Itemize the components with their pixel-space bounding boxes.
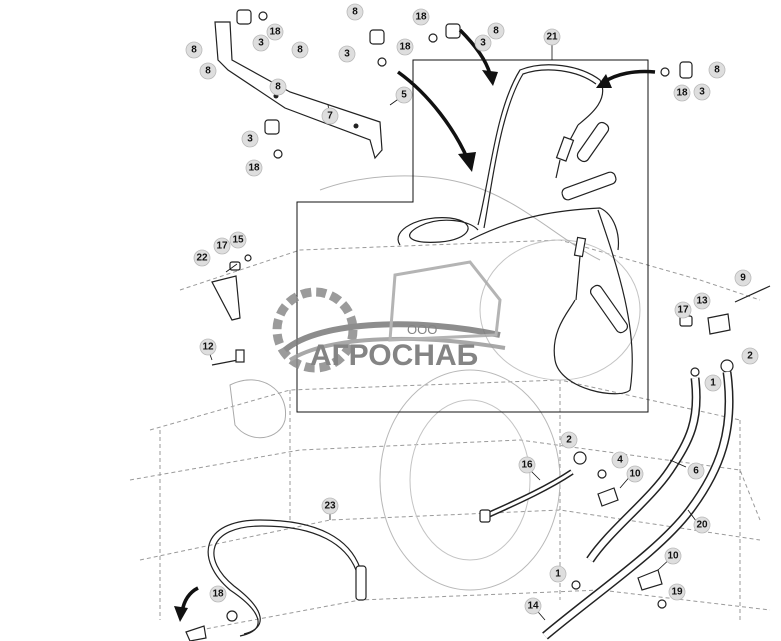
watermark-brand-text: АГРОСНАБ (310, 339, 478, 372)
callout-label: 8 (191, 45, 197, 56)
callout-5: 5 (395, 86, 413, 104)
sensor-harness-21 (397, 64, 633, 395)
callout-label: 10 (629, 469, 641, 480)
callout-17: 17 (674, 301, 692, 319)
callout-label: 3 (247, 134, 253, 145)
callout-label: 8 (297, 45, 303, 56)
callout-8: 8 (269, 78, 287, 96)
callout-8: 8 (487, 22, 505, 40)
callout-label: 10 (667, 551, 679, 562)
callout-18: 18 (266, 23, 284, 41)
callout-3: 3 (241, 130, 259, 148)
callout-15: 15 (229, 231, 247, 249)
callout-10: 10 (664, 547, 682, 565)
callout-18: 18 (673, 84, 691, 102)
watermark-small-text: ООО (407, 322, 437, 337)
callout-label: 18 (676, 88, 688, 99)
callout-12: 12 (199, 338, 217, 356)
callout-13: 13 (693, 292, 711, 310)
callout-8: 8 (291, 41, 309, 59)
callout-17: 17 (213, 237, 231, 255)
harness-23 (207, 519, 367, 637)
callout-8: 8 (708, 61, 726, 79)
callout-label: 8 (275, 82, 281, 93)
callout-label: 3 (480, 38, 486, 49)
callout-label: 3 (699, 87, 705, 98)
bracket-7 (214, 21, 383, 160)
callout-21: 21 (543, 28, 561, 46)
callout-3: 3 (338, 45, 356, 63)
callout-label: 17 (677, 305, 689, 316)
clamp-hardware (185, 9, 771, 641)
callout-label: 3 (344, 49, 350, 60)
callout-8: 8 (185, 41, 203, 59)
callout-22: 22 (193, 249, 211, 267)
callout-label: 8 (205, 66, 211, 77)
callout-label: 8 (352, 7, 358, 18)
callout-label: 15 (232, 235, 244, 246)
callout-6: 6 (687, 462, 705, 480)
callout-2: 2 (741, 347, 759, 365)
callout-20: 20 (693, 516, 711, 534)
callout-label: 18 (399, 42, 411, 53)
callout-label: 4 (617, 455, 623, 466)
callout-16: 16 (518, 456, 536, 474)
callout-label: 3 (258, 38, 264, 49)
callout-8: 8 (199, 62, 217, 80)
callout-1: 1 (549, 565, 567, 583)
callout-8: 8 (346, 3, 364, 21)
callout-label: 18 (248, 163, 260, 174)
callout-label: 20 (696, 520, 708, 531)
callout-label: 5 (401, 90, 407, 101)
callout-label: 9 (740, 273, 746, 284)
callout-19: 19 (668, 583, 686, 601)
callout-label: 18 (212, 589, 224, 600)
callout-18: 18 (412, 8, 430, 26)
callout-10: 10 (626, 465, 644, 483)
callout-label: 18 (415, 12, 427, 23)
callout-3: 3 (693, 83, 711, 101)
callout-3: 3 (252, 34, 270, 52)
callout-23: 23 (321, 497, 339, 515)
engine-body-outline (129, 175, 771, 631)
hose-6 (586, 377, 701, 563)
callout-label: 16 (521, 460, 533, 471)
callout-label: 23 (324, 501, 336, 512)
callout-label: 12 (202, 342, 214, 353)
callout-label: 2 (747, 351, 753, 362)
callout-label: 18 (269, 27, 281, 38)
callout-18: 18 (209, 585, 227, 603)
callout-2: 2 (560, 431, 578, 449)
agrosnab-watermark: ООО АГРОСНАБ (272, 260, 506, 373)
callout-18: 18 (245, 159, 263, 177)
callout-14: 14 (524, 597, 542, 615)
hose-20 (542, 371, 734, 640)
callout-label: 2 (566, 435, 572, 446)
callout-label: 17 (216, 241, 228, 252)
callout-7: 7 (321, 107, 339, 125)
callout-1: 1 (704, 374, 722, 392)
callout-label: 8 (493, 26, 499, 37)
callout-3: 3 (474, 34, 492, 52)
callout-18: 18 (396, 38, 414, 56)
callout-label: 6 (693, 466, 699, 477)
direction-arrows (174, 28, 656, 622)
detail-inset-frame (296, 59, 649, 413)
callout-9: 9 (734, 269, 752, 287)
callout-label: 14 (527, 601, 539, 612)
callout-label: 7 (327, 111, 333, 122)
callout-4: 4 (611, 451, 629, 469)
callout-label: 8 (714, 65, 720, 76)
callout-label: 1 (710, 378, 716, 389)
callout-label: 13 (696, 296, 708, 307)
tube-16 (479, 469, 574, 523)
callout-label: 1 (555, 569, 561, 580)
callout-label: 19 (671, 587, 683, 598)
callout-label: 22 (196, 253, 208, 264)
callout-label: 21 (546, 32, 558, 43)
